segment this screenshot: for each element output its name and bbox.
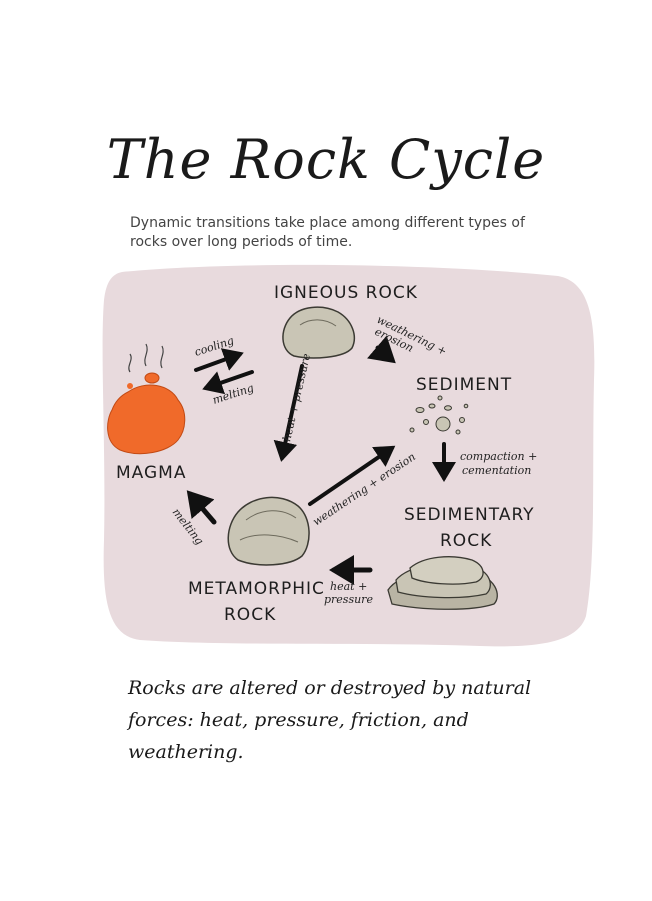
label-melting-top: melting bbox=[211, 381, 255, 407]
label-melting-left: melting bbox=[170, 506, 206, 548]
label-compaction-line2: cementation bbox=[462, 464, 531, 477]
arrow-metamorphic-to-sediment bbox=[308, 445, 396, 506]
page-title: The Rock Cycle bbox=[106, 128, 546, 191]
label-compaction-line1: compaction + bbox=[460, 450, 537, 463]
label-sedimentary-rock-line2: ROCK bbox=[440, 531, 492, 551]
footer-caption: Rocks are altered or destroyed by natura… bbox=[128, 672, 568, 768]
footer-line-1: Rocks are altered or destroyed by natura… bbox=[128, 677, 532, 699]
steam-icon bbox=[128, 343, 164, 373]
label-weathering-diagonal: weathering + erosion bbox=[310, 450, 417, 528]
arrow-heat-pressure-to-metamorphic bbox=[273, 364, 304, 462]
magma-icon bbox=[107, 372, 186, 455]
subtitle: Dynamic transitions take place among dif… bbox=[130, 215, 525, 250]
arrow-melting-to-magma bbox=[186, 490, 217, 525]
metamorphic-rock-icon bbox=[227, 496, 310, 566]
footer-line-2: forces: heat, pressure, friction, and we… bbox=[128, 709, 469, 763]
label-heat-pressure-diagonal: heat + pressure bbox=[280, 352, 313, 443]
label-sediment: SEDIMENT bbox=[416, 375, 512, 395]
label-igneous-rock: IGNEOUS ROCK bbox=[274, 283, 418, 303]
label-heat-pressure-bottom-line1: heat + bbox=[330, 580, 367, 593]
sedimentary-rock-icon bbox=[387, 556, 498, 610]
label-heat-pressure-bottom-line2: pressure bbox=[324, 593, 373, 606]
sediment-particles-icon bbox=[409, 395, 469, 435]
label-weathering-top-line1: weathering + bbox=[375, 313, 449, 358]
arrow-melting-top bbox=[202, 370, 254, 395]
igneous-rock-icon bbox=[282, 306, 356, 359]
label-sedimentary-rock-line1: SEDIMENTARY bbox=[404, 505, 535, 525]
label-metamorphic-rock-line1: METAMORPHIC bbox=[188, 579, 325, 599]
label-metamorphic-rock-line2: ROCK bbox=[224, 605, 276, 625]
label-weathering-top-line2: erosion bbox=[373, 325, 416, 355]
label-cooling: cooling bbox=[193, 334, 236, 359]
background-panel bbox=[102, 264, 595, 647]
label-magma: MAGMA bbox=[116, 463, 186, 483]
arrow-weathering-to-sediment bbox=[367, 335, 396, 364]
arrow-cooling bbox=[194, 348, 244, 372]
